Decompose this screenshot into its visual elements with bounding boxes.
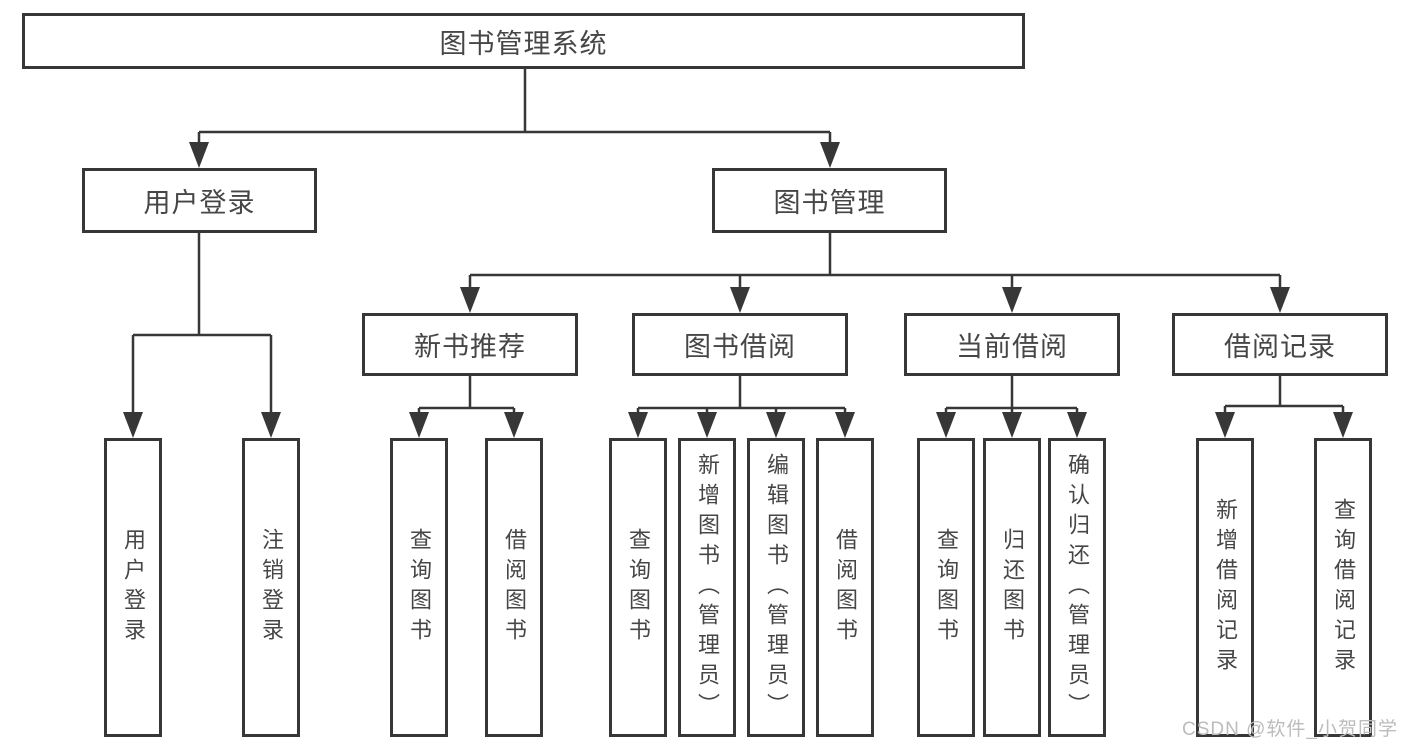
leaf-edit-books-admin: 编辑图书（管理员）	[747, 438, 805, 737]
leaf-query-books-borrow: 查询图书	[609, 438, 667, 737]
node-user-login: 用户登录	[82, 168, 317, 233]
leaf-logout: 注销登录	[242, 438, 300, 737]
leaf-confirm-return-admin: 确认归还（管理员）	[1048, 438, 1106, 737]
leaf-user-login: 用户登录	[104, 438, 162, 737]
node-library-management-system: 图书管理系统	[22, 13, 1025, 69]
leaf-add-borrow-record: 新增借阅记录	[1196, 438, 1254, 737]
node-current-borrowing: 当前借阅	[904, 313, 1120, 376]
node-book-management: 图书管理	[712, 168, 947, 233]
arrowhead-icon	[123, 142, 1353, 438]
leaf-borrow-books-recommend: 借阅图书	[485, 438, 543, 737]
node-borrowing-records: 借阅记录	[1172, 313, 1388, 376]
node-new-book-recommendation: 新书推荐	[362, 313, 578, 376]
leaf-query-borrow-record: 查询借阅记录	[1314, 438, 1372, 737]
leaf-borrow-books: 借阅图书	[816, 438, 874, 737]
leaf-return-books: 归还图书	[983, 438, 1041, 737]
csdn-watermark: CSDN @软件_小贺同学	[1182, 719, 1398, 740]
leaf-query-books-recommend: 查询图书	[390, 438, 448, 737]
node-book-borrowing: 图书借阅	[632, 313, 848, 376]
leaf-query-books-current: 查询图书	[917, 438, 975, 737]
leaf-add-books-admin: 新增图书（管理员）	[678, 438, 736, 737]
